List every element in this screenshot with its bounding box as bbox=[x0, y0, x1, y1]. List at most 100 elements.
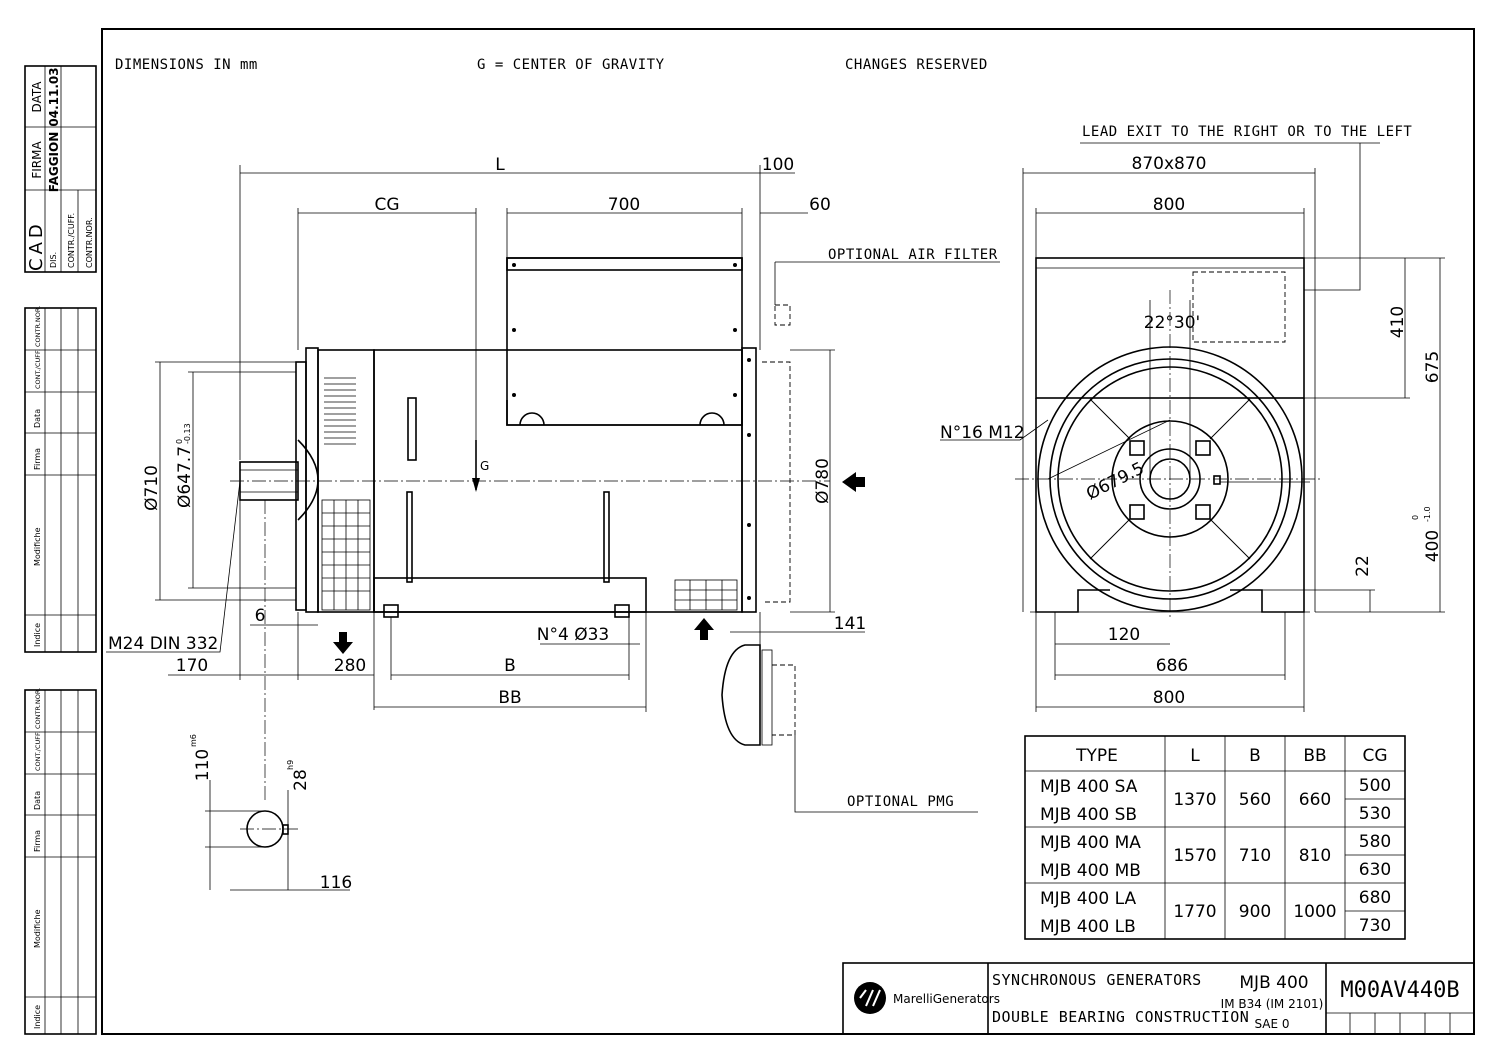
dim-angle: 22°30' bbox=[1144, 313, 1200, 333]
cad-data-value: 04.11.03 bbox=[47, 67, 61, 126]
tol-d647-bot: -0.13 bbox=[183, 423, 192, 444]
nde-plate bbox=[741, 347, 757, 613]
dim-170: 170 bbox=[176, 656, 208, 676]
optional-pmg-label: OPTIONAL PMG bbox=[847, 794, 954, 810]
shaft-110: 110 bbox=[193, 749, 213, 781]
title-line2: DOUBLE BEARING CONSTRUCTION bbox=[992, 1008, 1249, 1026]
dim-120: 120 bbox=[1108, 625, 1140, 645]
side-view: G bbox=[230, 257, 865, 800]
air-inlet-louvres bbox=[324, 377, 356, 445]
gravity-note: G = CENTER OF GRAVITY bbox=[477, 57, 665, 73]
rev1-indice: Indice bbox=[33, 623, 42, 647]
dim-675: 675 bbox=[1423, 351, 1443, 383]
dim-800-bottom: 800 bbox=[1153, 688, 1185, 708]
dim-686: 686 bbox=[1156, 656, 1188, 676]
dim-410: 410 bbox=[1388, 306, 1408, 338]
dimensions-note: DIMENSIONS IN mm bbox=[115, 57, 258, 73]
brand-logo-icon bbox=[854, 982, 886, 1014]
model-sub2: SAE 0 bbox=[1254, 1017, 1289, 1031]
brand-name: MarelliGenerators bbox=[893, 992, 1000, 1006]
cell-BB: 810 bbox=[1299, 846, 1331, 866]
optional-air-filter-label: OPTIONAL AIR FILTER bbox=[828, 247, 998, 263]
cell-type: MJB 400 SA bbox=[1040, 777, 1138, 797]
front-view bbox=[1015, 257, 1320, 620]
cad-firma-value: FAGGION bbox=[47, 132, 61, 193]
dim-22: 22 bbox=[1353, 555, 1373, 577]
cad-dis: DIS. bbox=[49, 252, 58, 268]
cad-label: CAD bbox=[26, 220, 47, 271]
dim-L: L bbox=[495, 155, 505, 175]
tol-400-top: 0 bbox=[1411, 515, 1420, 520]
dim-6: 6 bbox=[255, 606, 266, 626]
lead-exit-label: LEAD EXIT TO THE RIGHT OR TO THE LEFT bbox=[1082, 124, 1412, 140]
shaft-28-tol: h9 bbox=[286, 760, 295, 770]
cell-type: MJB 400 MA bbox=[1040, 833, 1141, 853]
cad-firma-label: FIRMA bbox=[30, 141, 44, 179]
pmg-body bbox=[721, 644, 761, 746]
front-dimensions: LEAD EXIT TO THE RIGHT OR TO THE LEFT 87… bbox=[940, 124, 1445, 712]
th-L: L bbox=[1190, 746, 1200, 766]
rev2-indice: Indice bbox=[33, 1005, 42, 1029]
drawing-frame bbox=[101, 28, 1475, 1035]
tol-400-bot: -1.0 bbox=[1423, 506, 1432, 522]
cell-BB: 1000 bbox=[1293, 902, 1336, 922]
dim-d710: Ø710 bbox=[142, 465, 162, 511]
shaft-116: 116 bbox=[320, 873, 352, 893]
rev1-contrnor: CONTR.NOR. bbox=[34, 306, 42, 347]
model-name: MJB 400 bbox=[1239, 973, 1308, 993]
cell-B: 710 bbox=[1239, 846, 1271, 866]
cell-CG: 530 bbox=[1359, 804, 1391, 824]
shaft-detail: 110 m6 28 h9 116 bbox=[189, 734, 352, 893]
cell-B: 560 bbox=[1239, 790, 1271, 810]
air-out-arrow-bottom bbox=[694, 618, 714, 640]
dim-d780: Ø780 bbox=[813, 458, 833, 504]
terminal-box bbox=[506, 257, 743, 426]
rev2-firma: Firma bbox=[33, 830, 42, 852]
rev1-firma: Firma bbox=[33, 448, 42, 470]
cell-BB: 660 bbox=[1299, 790, 1331, 810]
cell-CG: 730 bbox=[1359, 916, 1391, 936]
air-in-arrow bbox=[842, 472, 865, 492]
dim-870x870: 870x870 bbox=[1132, 154, 1207, 174]
title-block: MarelliGenerators SYNCHRONOUS GENERATORS… bbox=[842, 962, 1475, 1035]
rev1-data: Data bbox=[33, 409, 42, 428]
shaft-110-tol: m6 bbox=[189, 734, 198, 747]
cad-data-label: DATA bbox=[30, 81, 44, 113]
cell-L: 1770 bbox=[1173, 902, 1216, 922]
cell-CG: 630 bbox=[1359, 860, 1391, 880]
dim-60: 60 bbox=[809, 195, 831, 215]
dim-CG: CG bbox=[374, 195, 399, 215]
air-filter-outline bbox=[762, 361, 791, 603]
front-terminal-box bbox=[1035, 257, 1305, 399]
dim-280: 280 bbox=[334, 656, 366, 676]
cell-CG: 680 bbox=[1359, 888, 1391, 908]
rev2-data: Data bbox=[33, 791, 42, 810]
th-CG: CG bbox=[1362, 746, 1387, 766]
rev2-contcuff: CONT./CUFF. bbox=[34, 731, 42, 771]
foot bbox=[373, 577, 647, 613]
th-type: TYPE bbox=[1075, 746, 1118, 766]
dim-400: 400 bbox=[1423, 530, 1443, 562]
dim-700: 700 bbox=[608, 195, 640, 215]
cell-CG: 500 bbox=[1359, 776, 1391, 796]
drawing-number: M00AV440B bbox=[1340, 978, 1459, 1003]
dimension-table: TYPE L B BB CG MJB 400 SA MJB 400 SB 137… bbox=[1024, 735, 1406, 940]
title-line1: SYNCHRONOUS GENERATORS bbox=[992, 971, 1202, 989]
cell-type: MJB 400 MB bbox=[1040, 861, 1141, 881]
g-label: G bbox=[480, 459, 489, 473]
model-sub1: IM B34 (IM 2101) bbox=[1221, 997, 1324, 1011]
cell-L: 1570 bbox=[1173, 846, 1216, 866]
air-out-arrow-left bbox=[333, 632, 353, 654]
tol-d647-top: 0 bbox=[175, 439, 184, 444]
rev2-contrnor: CONTR.NOR. bbox=[34, 688, 42, 729]
rev1-contcuff: CONT./CUFF. bbox=[34, 349, 42, 389]
dim-B: B bbox=[504, 656, 516, 676]
rev1-modifiche: Modifiche bbox=[33, 527, 42, 566]
dim-141: 141 bbox=[834, 614, 866, 634]
cell-L: 1370 bbox=[1173, 790, 1216, 810]
th-B: B bbox=[1249, 746, 1261, 766]
revision-block-1: Indice Modifiche Firma Data CONT./CUFF. … bbox=[24, 306, 97, 653]
dim-BB: BB bbox=[498, 688, 521, 708]
cell-type: MJB 400 SB bbox=[1040, 805, 1137, 825]
